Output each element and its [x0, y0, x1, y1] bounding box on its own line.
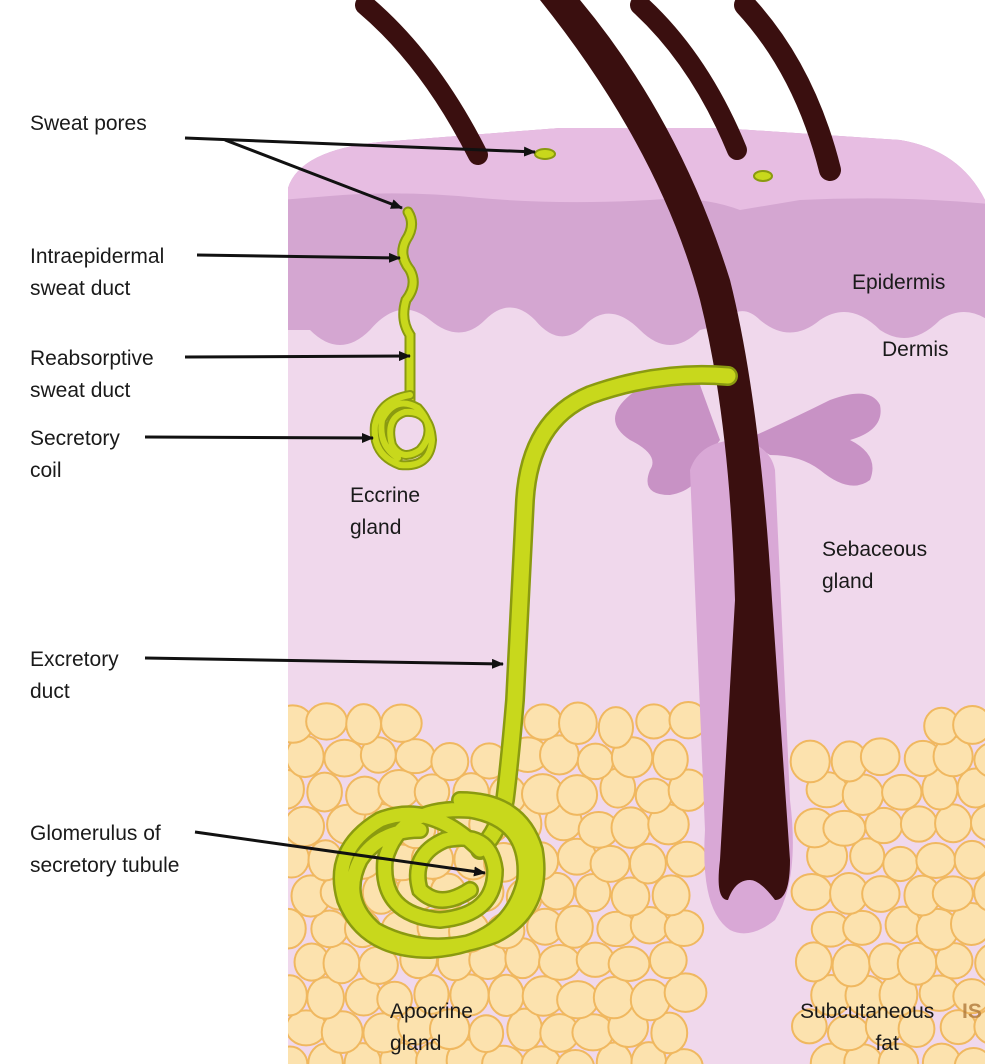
fat-cell — [612, 807, 650, 848]
fat-cell — [324, 740, 364, 777]
fat-cell — [307, 773, 342, 812]
fat-cell — [396, 739, 435, 773]
fat-cell — [524, 704, 562, 739]
fat-cell — [883, 847, 917, 881]
fat-cell — [630, 844, 666, 884]
fat-cell — [791, 741, 830, 783]
fat-cell — [667, 842, 708, 877]
fat-cell — [271, 909, 306, 949]
fat-cell — [591, 846, 630, 882]
fat-cell — [346, 704, 381, 744]
fat-cell — [572, 1014, 613, 1050]
fat-cell — [792, 874, 832, 910]
fat-cell — [284, 807, 324, 847]
fat-cell — [469, 1015, 503, 1052]
fat-cell — [882, 775, 921, 810]
label-epidermis: Epidermis — [852, 267, 945, 299]
fat-cell — [823, 811, 865, 846]
fat-cell — [833, 945, 870, 987]
arrow-secretory-coil — [145, 437, 373, 438]
fat-cell — [861, 738, 900, 775]
fat-cell — [862, 876, 899, 912]
fat-cell — [539, 945, 580, 980]
fat-cell — [431, 743, 468, 780]
label-dermis: Dermis — [882, 334, 949, 366]
fat-cell — [955, 841, 990, 879]
label-sweat-pores: Sweat pores — [30, 108, 147, 140]
arrow-reabsorptive — [185, 356, 410, 357]
fat-cell — [843, 911, 881, 945]
fat-cell — [594, 977, 634, 1018]
fat-cell — [631, 980, 670, 1021]
fat-cell — [489, 975, 524, 1016]
fat-cell — [381, 705, 422, 742]
fat-cell — [557, 981, 598, 1018]
fat-cell — [578, 744, 613, 779]
fat-cell — [306, 703, 347, 739]
fat-cell — [599, 707, 633, 748]
fat-cell — [273, 975, 307, 1015]
fat-cell — [933, 876, 973, 911]
fat-cell — [953, 706, 991, 744]
fat-cell — [653, 875, 690, 915]
fat-cell — [796, 942, 832, 981]
fat-cell — [636, 779, 672, 813]
fat-cell — [636, 704, 671, 738]
watermark-fragment: IS — [962, 996, 982, 1028]
fat-cell — [901, 806, 937, 841]
sweat-pore-2 — [754, 171, 772, 181]
fat-cell — [916, 843, 955, 878]
fat-cell — [378, 770, 419, 808]
fat-cell — [557, 775, 597, 815]
sweat-pore-1 — [535, 149, 555, 159]
fat-cell — [609, 947, 650, 981]
fat-cell — [324, 943, 360, 983]
fat-cell — [653, 740, 688, 780]
fat-cell — [346, 777, 383, 815]
fat-cell — [556, 906, 593, 948]
fat-cell — [559, 703, 597, 745]
fat-cell — [665, 973, 707, 1011]
hair-strand-1 — [365, 5, 478, 155]
fat-cell — [650, 942, 687, 978]
fat-cell — [597, 912, 635, 946]
